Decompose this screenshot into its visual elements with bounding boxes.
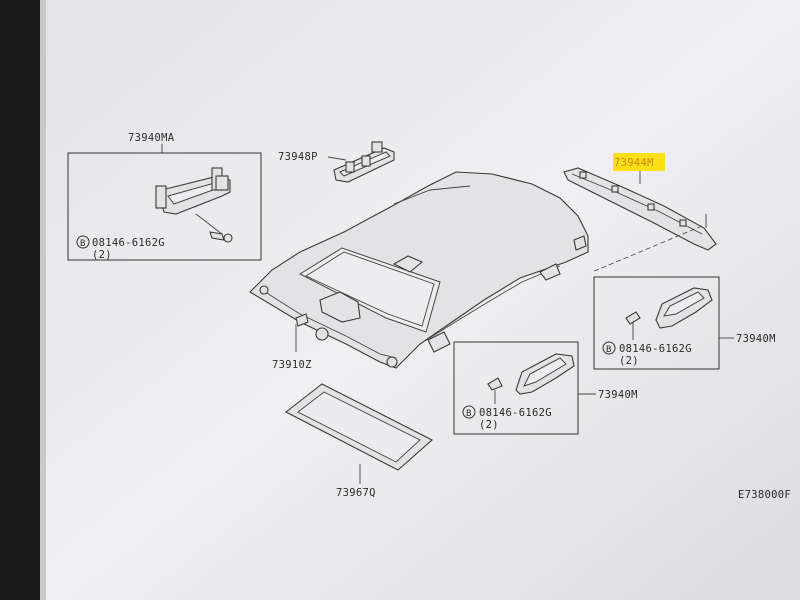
- callout-73940ma[interactable]: 73940MA: [128, 132, 175, 144]
- bolt-symbol: B: [466, 409, 472, 419]
- parts-box-center: [453, 341, 579, 435]
- bolt-symbol-circle: [76, 235, 90, 249]
- callout-73944m[interactable]: 73944M: [614, 157, 654, 169]
- bolt-part-number[interactable]: 08146-6162G: [479, 407, 552, 419]
- callout-group-73940m-right: 73940M B 08146-6162G (2): [593, 276, 776, 370]
- dashed-assembly-line: [591, 225, 703, 273]
- callout-group-73910z: 73910Z: [272, 324, 312, 371]
- bolt-symbol: B: [80, 239, 86, 249]
- callout-group-73967q: 73967Q: [336, 464, 376, 499]
- bolt-part-number[interactable]: 08146-6162G: [92, 237, 165, 249]
- highlight-marker: [613, 153, 665, 171]
- bolt-symbol-circle: [462, 405, 476, 419]
- callout-73940m-center[interactable]: 73940M: [598, 389, 638, 401]
- bolt-quantity: (2): [479, 419, 499, 431]
- bolt-quantity: (2): [92, 249, 112, 261]
- sunroof-seal-part[interactable]: [284, 383, 433, 471]
- paper-edge-shadow: [40, 0, 46, 600]
- callout-73967q[interactable]: 73967Q: [336, 487, 376, 499]
- callout-group-73944m: 73944M: [563, 153, 717, 273]
- assist-grip-ma-part[interactable]: [155, 167, 233, 243]
- bracket-part[interactable]: [333, 141, 395, 183]
- bolt-quantity: (2): [619, 355, 639, 367]
- leader-line: [327, 156, 347, 161]
- callout-group-73940ma: 73940MA B 08146-6162G (2): [67, 132, 262, 261]
- bolt-symbol: B: [606, 345, 612, 355]
- assist-grip-center-part[interactable]: [487, 353, 575, 404]
- callout-73910z[interactable]: 73910Z: [272, 359, 312, 371]
- bolt-symbol-circle: [602, 341, 616, 355]
- parts-box-right: [593, 276, 720, 370]
- callout-group-73948p: 73948P: [278, 141, 395, 183]
- roof-rail-trim-part[interactable]: [563, 167, 717, 251]
- bolt-part-number[interactable]: 08146-6162G: [619, 343, 692, 355]
- callout-group-73940m-center: 73940M B 08146-6162G (2): [453, 341, 638, 435]
- callout-73940m-right[interactable]: 73940M: [736, 333, 776, 345]
- assist-grip-right-part[interactable]: [625, 287, 713, 340]
- callout-73948p[interactable]: 73948P: [278, 151, 318, 163]
- diagram-code: E738000F: [738, 489, 791, 501]
- parts-box-left: [67, 152, 262, 261]
- headlining-part[interactable]: [249, 171, 589, 369]
